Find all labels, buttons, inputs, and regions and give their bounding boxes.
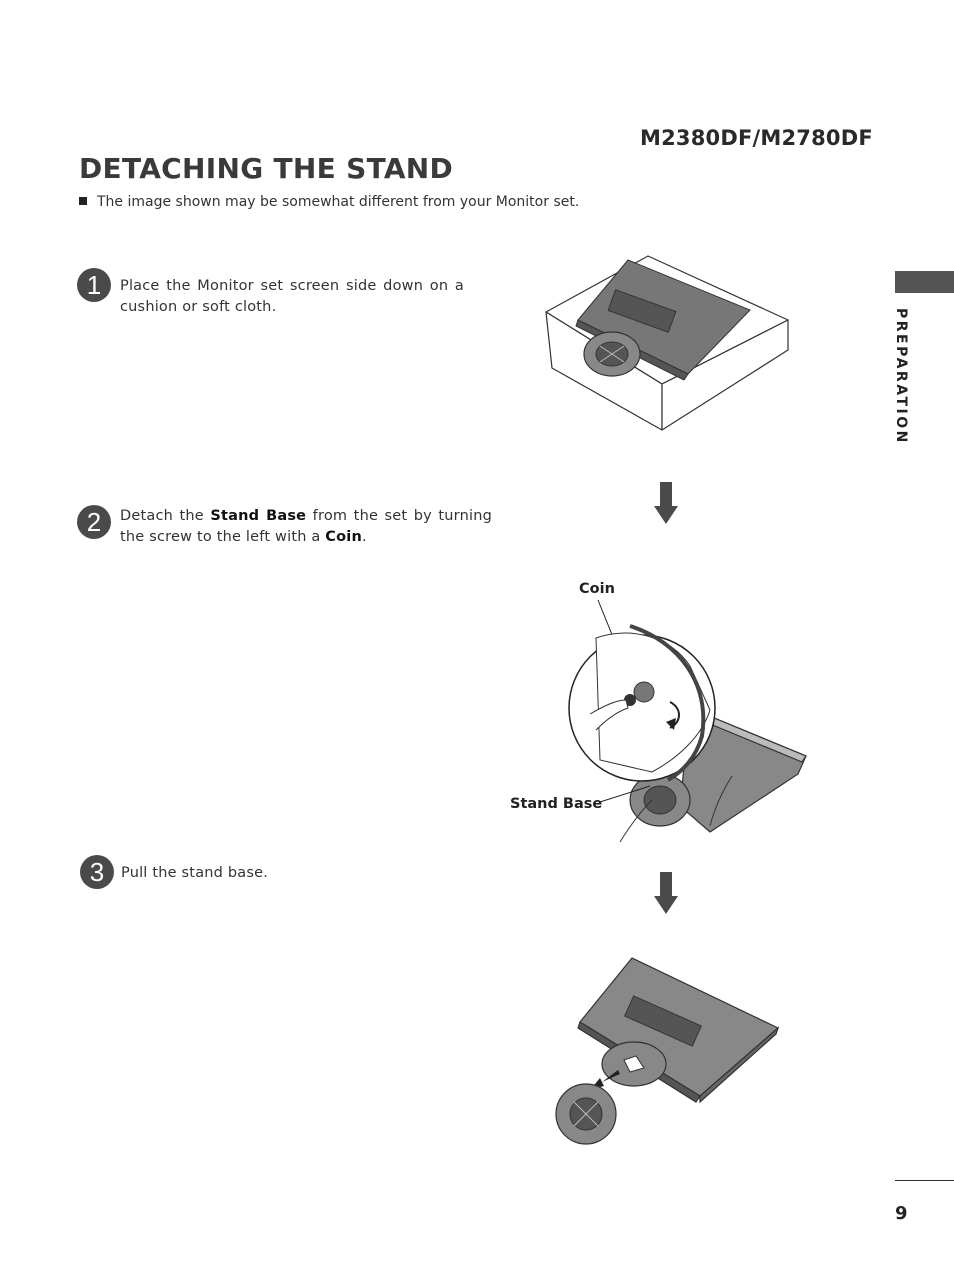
footer-rule — [895, 1180, 954, 1181]
bullet-square-icon — [79, 197, 87, 205]
stand-base-callout: Stand Base — [510, 796, 603, 812]
coin-removal-illustration — [568, 599, 807, 843]
note-text: The image shown may be somewhat differen… — [97, 194, 580, 210]
section-tab — [895, 271, 954, 293]
coin-callout: Coin — [579, 581, 615, 597]
arrow-down-icon — [654, 482, 678, 524]
arrow-down-icon — [654, 872, 678, 914]
coin-term: Coin — [325, 529, 362, 545]
step-1-text: Place the Monitor set screen side down o… — [120, 278, 464, 315]
stand-base-term: Stand Base — [210, 508, 307, 524]
page-number: 9 — [895, 1203, 908, 1224]
pull-stand-base-illustration — [555, 957, 780, 1145]
page-title: DETACHING THE STAND — [79, 152, 454, 185]
monitor-on-cushion-illustration — [545, 255, 789, 431]
section-label: PREPARATION — [893, 308, 909, 445]
step-3-text: Pull the stand base. — [121, 865, 269, 881]
step-3-number: 3 — [80, 855, 114, 889]
step-2-number: 2 — [77, 505, 111, 539]
note: The image shown may be somewhat differen… — [79, 194, 579, 210]
step-1-number: 1 — [77, 268, 111, 302]
step-2-text: Detach the Stand Base from the set by tu… — [120, 508, 492, 545]
model-number: M2380DF/M2780DF — [640, 126, 873, 150]
